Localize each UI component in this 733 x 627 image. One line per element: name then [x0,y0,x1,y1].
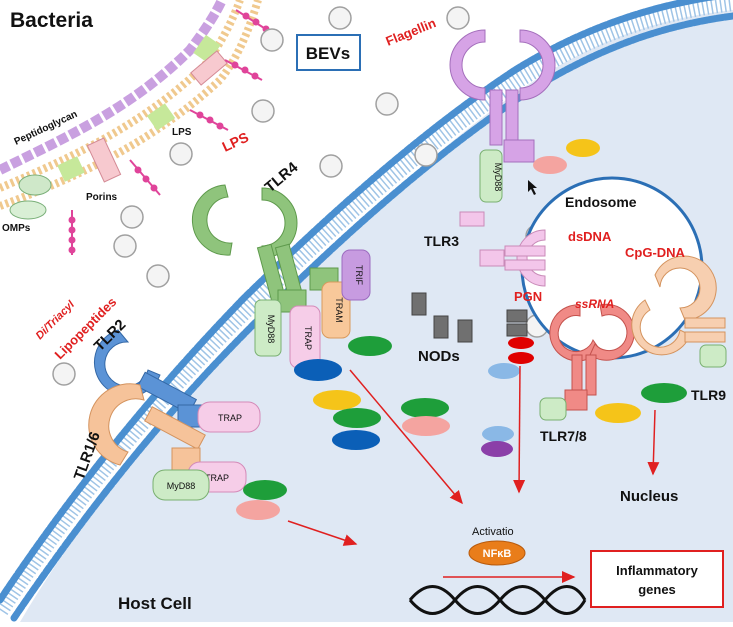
signal-oval [481,441,513,457]
signal-oval [243,480,287,500]
trap-tlr2 [197,401,261,433]
tram-tlr4-label: TRAM [334,297,344,323]
trif-tlr4-label: TRIF [354,265,364,285]
tlr78-receptor [549,303,635,411]
nods-label: NODs [418,348,460,365]
tlr9-label: TLR9 [691,387,726,403]
flagellin-label: Flagellin [384,15,439,49]
tlr3-receptor [459,211,546,287]
lps-outer-label: LPS [172,127,192,138]
trap-tlr16-label: TRAP [205,473,229,483]
signal-oval [482,426,514,442]
host-cell-label: Host Cell [118,594,192,613]
tlr4-label: TLR4 [262,159,302,197]
trap-tlr2-label: TRAP [218,413,242,423]
tlr3-label: TLR3 [424,233,459,249]
signal-oval [508,337,534,349]
signal-oval [566,139,600,157]
tlr4-receptor [191,184,339,313]
tlr5-receptor [449,29,556,163]
signal-oval [595,403,641,423]
bevs-box [296,34,361,71]
signal-oval [332,430,380,450]
signal-oval [488,363,520,379]
tlr78-label: TLR7/8 [540,428,587,444]
myd88-tlr16 [152,469,210,501]
lps-chains [68,9,276,255]
cpgdna-label: CpG-DNA [625,245,686,260]
cursor-icon [528,180,537,195]
signal-oval [294,359,342,381]
nods [411,292,528,343]
nucleus-label: Nucleus [620,488,678,505]
genes-label: genes [638,582,676,597]
signal-oval [236,500,280,520]
bevs-label: BEVs [306,44,350,63]
bacteria-title: Bacteria [10,9,93,32]
signal-oval [348,336,392,356]
nfkb-oval [468,540,526,566]
signal-oval [533,156,567,174]
myd88-tlr16-label: MyD88 [167,481,196,491]
dsdna-label: dsDNA [568,229,612,244]
signal-arrows [287,365,660,583]
inflammatory-genes-box [590,550,724,608]
myd88-tlr4-label: MyD88 [266,315,276,344]
lps-label: LPS [220,129,251,155]
signal-oval [508,352,534,364]
myd88-tlr4 [254,299,282,357]
omps-label: OMPs [2,223,31,234]
signal-oval [401,398,449,418]
ssrna-label: ssRNA [575,297,614,311]
signal-oval [333,408,381,428]
inflammatory-label: Inflammatory [616,563,698,578]
endosome-label: Endosome [565,194,637,210]
trif-tlr4 [341,249,371,301]
signal-oval [641,383,687,403]
myd88-flagellin-label: MyD88 [493,163,503,192]
porins-label: Porins [86,192,118,203]
signal-oval [402,416,450,436]
tlr78-adaptor [539,397,567,421]
activation-label: Activatio [472,526,514,538]
bev-vesicles [52,6,587,386]
signal-oval [313,390,361,410]
tlr9-receptor [631,255,726,356]
myd88-flagellin [479,149,503,203]
trap-tlr4-label: TRAP [303,326,313,350]
pgn-label: PGN [514,289,542,304]
dna-helix-icon [408,585,587,615]
tlr9-adaptor [699,344,727,368]
bacteria-envelope [0,0,262,220]
nfkb-label: NFκB [483,548,512,560]
